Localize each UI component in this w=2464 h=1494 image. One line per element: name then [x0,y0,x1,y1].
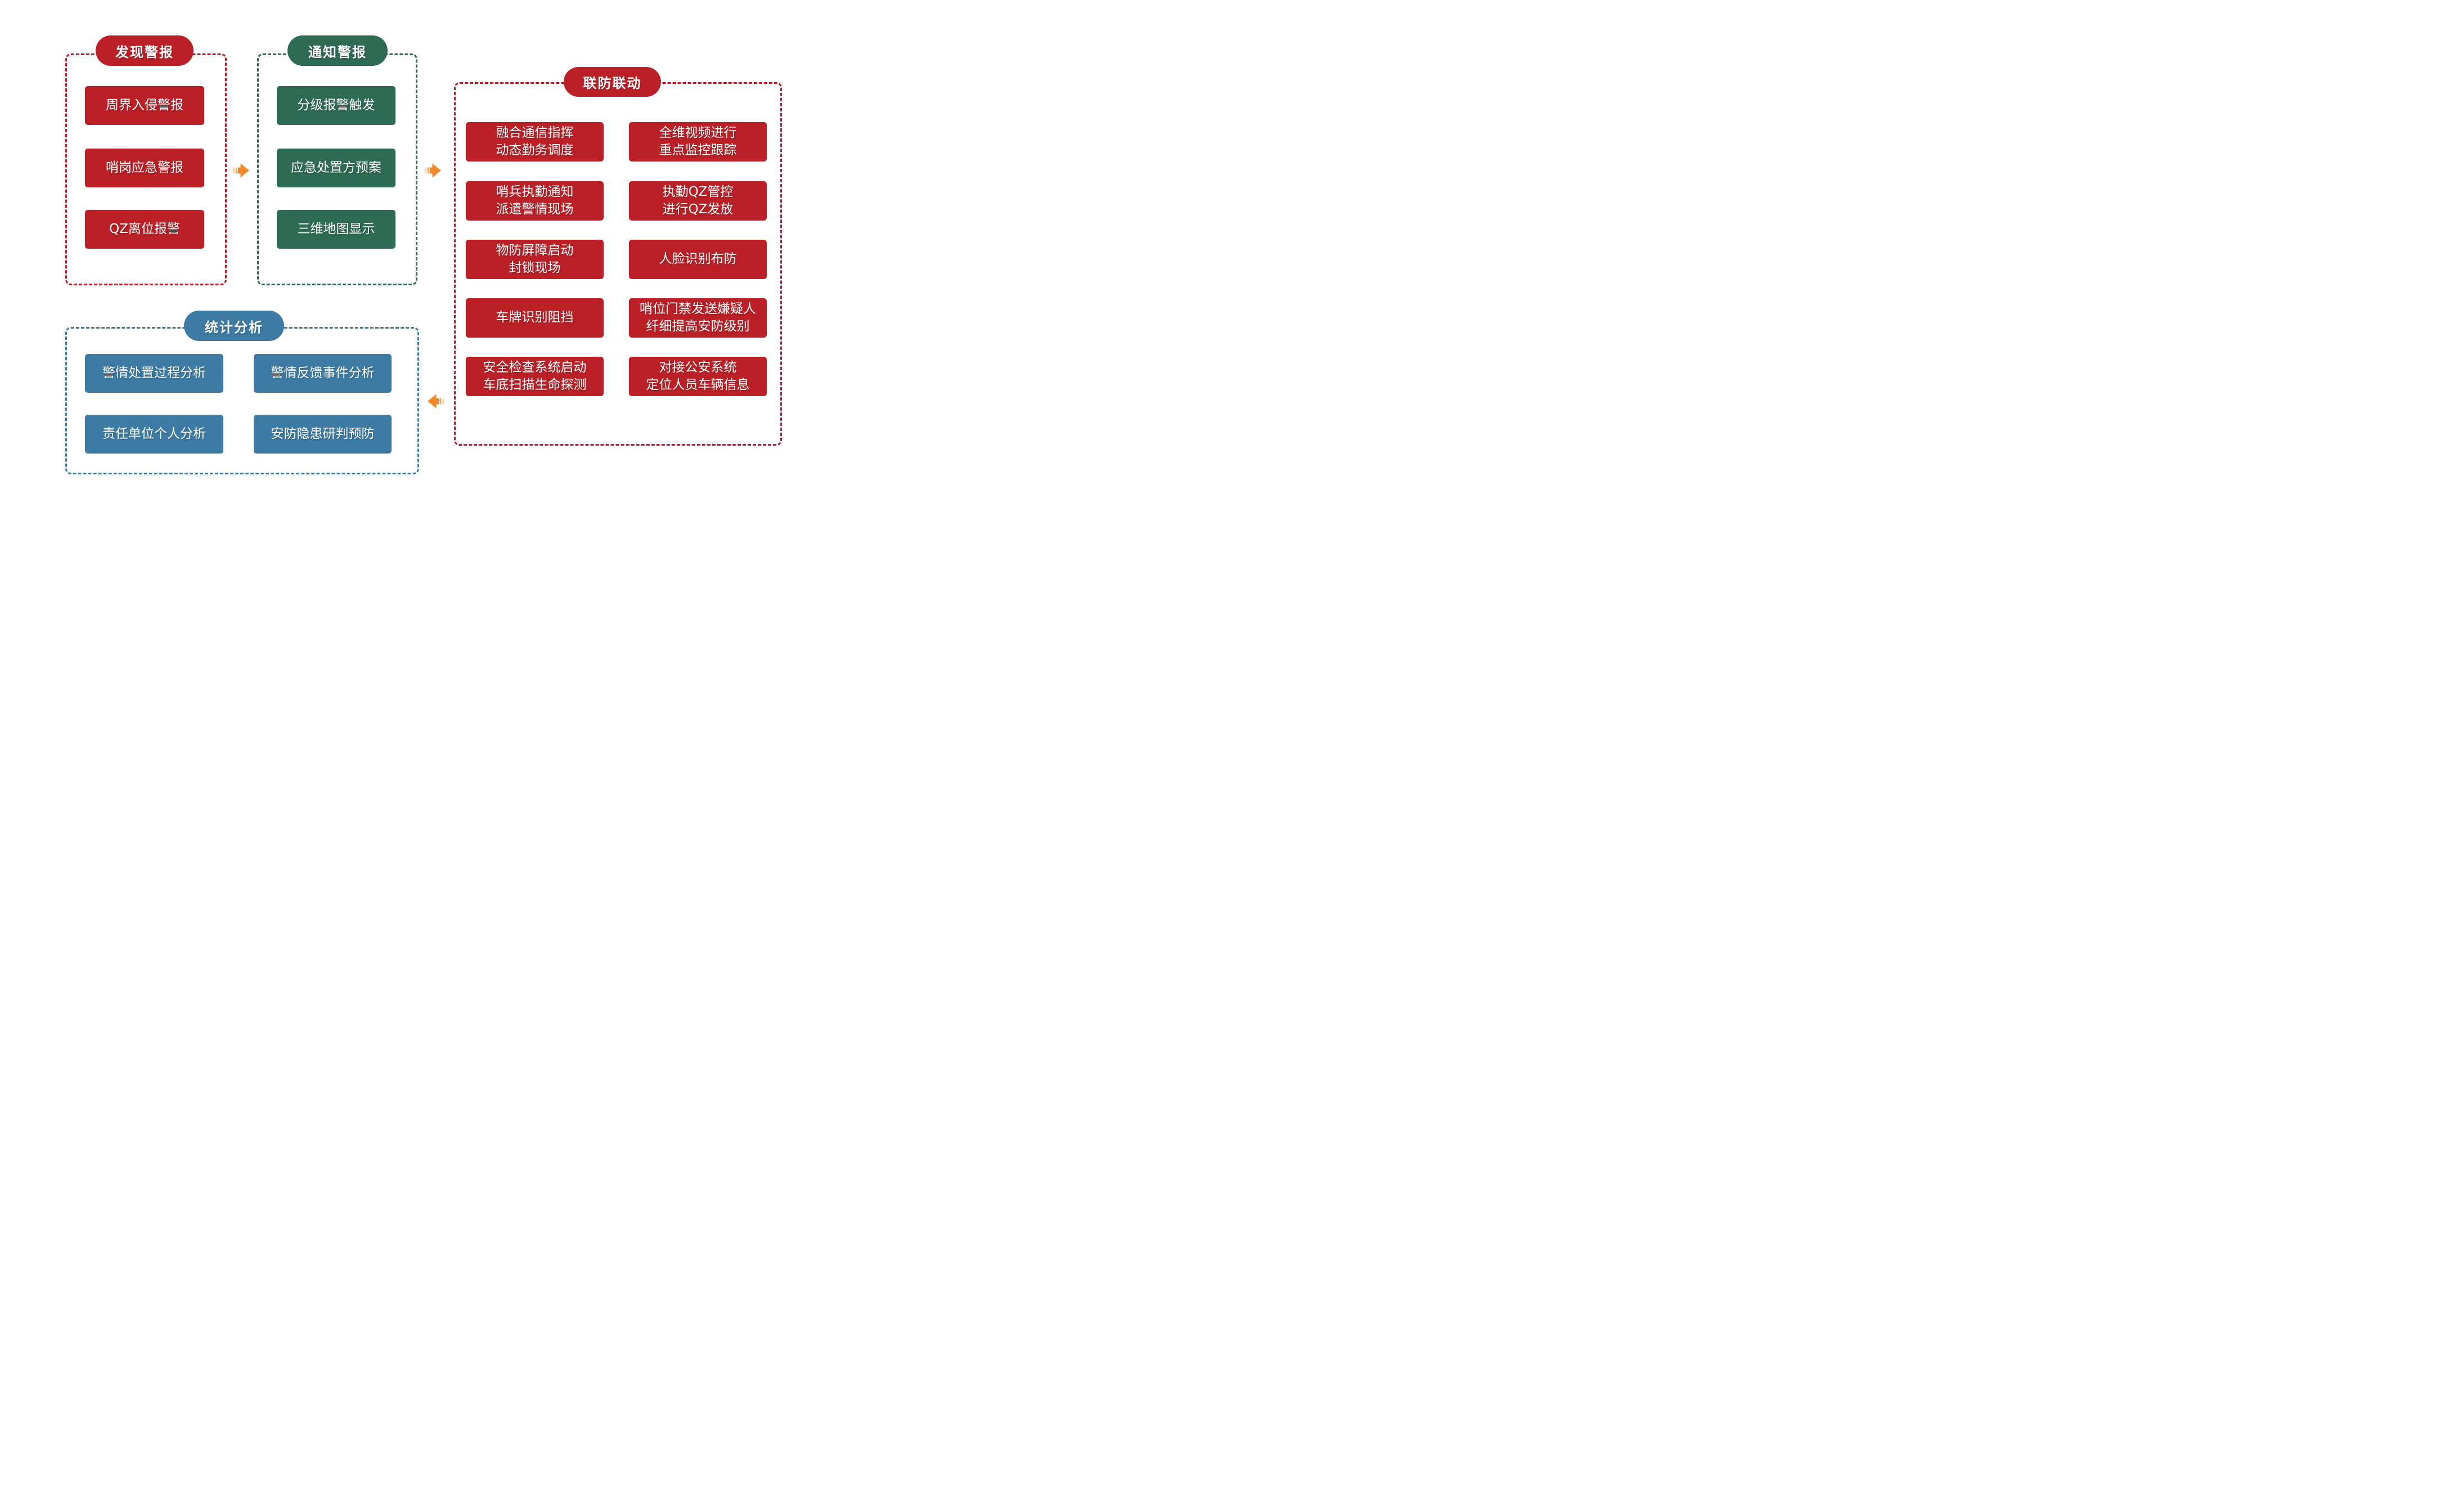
stats-item-responsible-unit: 责任单位个人分析 [85,415,223,454]
stats-item-disposal-process: 警情处置过程分析 [85,354,223,393]
linkage-item-access-suspect: 哨位门禁发送嫌疑人 纤细提高安防级别 [629,298,767,338]
stats-item-feedback-events: 警情反馈事件分析 [254,354,392,393]
linkage-item-security-check: 安全检查系统启动 车底扫描生命探测 [466,357,604,396]
notify-group-title: 通知警报 [287,35,388,66]
flow-diagram: 发现警报 周界入侵警报 哨岗应急警报 QZ离位报警 通知警报 分级报警触发 应急… [0,0,821,498]
flow-arrow-left-icon [427,393,444,409]
linkage-item-police-system: 对接公安系统 定位人员车辆信息 [629,357,767,396]
notify-item-emergency-plan: 应急处置方预案 [277,149,395,187]
notify-item-3d-map: 三维地图显示 [277,210,395,249]
stats-item-hazard-prediction: 安防隐患研判预防 [254,415,392,454]
linkage-group-title: 联防联动 [564,67,661,97]
linkage-item-qz-control: 执勤QZ管控 进行QZ发放 [629,181,767,221]
stats-group-title: 统计分析 [184,311,284,341]
linkage-item-comm-dispatch: 融合通信指挥 动态勤务调度 [466,122,604,161]
discover-item-perimeter-intrusion: 周界入侵警报 [85,86,204,125]
discover-item-sentry-emergency: 哨岗应急警报 [85,149,204,187]
discover-item-qz-offpost: QZ离位报警 [85,210,204,249]
flow-arrow-right-icon [425,163,442,178]
notify-item-graded-alarm: 分级报警触发 [277,86,395,125]
linkage-item-video-tracking: 全维视频进行 重点监控跟踪 [629,122,767,161]
linkage-item-face-recognition: 人脸识别布防 [629,240,767,279]
linkage-item-physical-barrier: 物防屏障启动 封锁现场 [466,240,604,279]
linkage-item-plate-recognition: 车牌识别阻挡 [466,298,604,338]
linkage-item-sentry-notify: 哨兵执勤通知 派遣警情现场 [466,181,604,221]
flow-arrow-right-icon [233,163,250,178]
discover-group-title: 发现警报 [96,35,194,66]
